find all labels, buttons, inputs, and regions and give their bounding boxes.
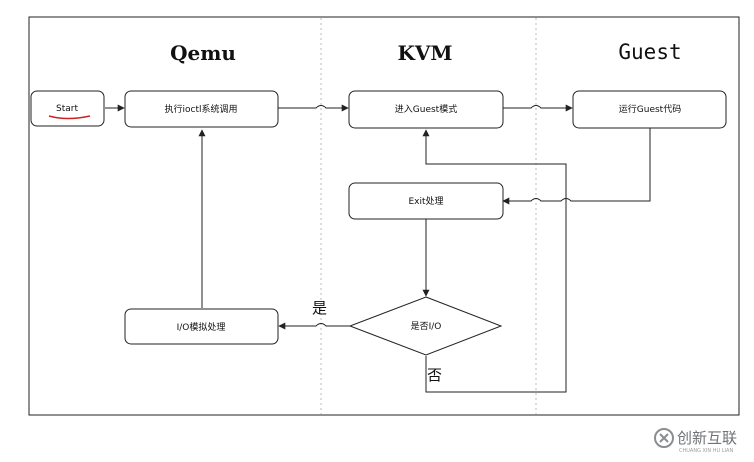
node-ioctl-label: 执行ioctl系统调用 <box>165 103 238 115</box>
node-enter-guest: 进入Guest模式 <box>348 90 504 129</box>
branch-yes-label: 是 <box>312 299 327 317</box>
edge-io-check-yes <box>278 322 350 330</box>
watermark-logo-mark <box>659 433 669 443</box>
node-io-check: 是否I/O <box>348 296 503 356</box>
watermark-logo-icon <box>654 428 674 448</box>
node-run-guest: 运行Guest代码 <box>572 90 727 129</box>
node-io-emulate: I/O模拟处理 <box>124 308 279 345</box>
node-io-check-label: 是否I/O <box>411 321 442 332</box>
node-start-label: Start <box>56 104 78 114</box>
edge-ioctl-to-enter-guest <box>278 104 349 112</box>
edge-enter-guest-to-run-guest <box>503 104 573 112</box>
watermark-subtext: CHUANG XIN HU LIAN <box>679 448 733 454</box>
lane-title-qemu: Qemu <box>170 41 236 65</box>
node-run-guest-label: 运行Guest代码 <box>619 103 681 115</box>
node-start: Start <box>30 90 105 127</box>
edge-io-check-no <box>422 129 567 393</box>
node-enter-guest-label: 进入Guest模式 <box>395 103 457 115</box>
lane-title-guest: Guest <box>618 40 681 64</box>
watermark: 创新互联 CHUANG XIN HU LIAN <box>654 428 737 454</box>
node-exit-handle-label: Exit处理 <box>408 195 443 207</box>
start-underline <box>48 115 91 120</box>
branch-no-label: 否 <box>427 366 442 384</box>
lane-title-kvm: KVM <box>397 41 452 65</box>
edge-run-guest-to-exit <box>502 128 651 205</box>
node-io-emulate-label: I/O模拟处理 <box>177 321 226 333</box>
node-ioctl: 执行ioctl系统调用 <box>124 90 279 128</box>
watermark-text: 创新互联 <box>677 429 737 447</box>
node-exit-handle: Exit处理 <box>348 182 504 220</box>
